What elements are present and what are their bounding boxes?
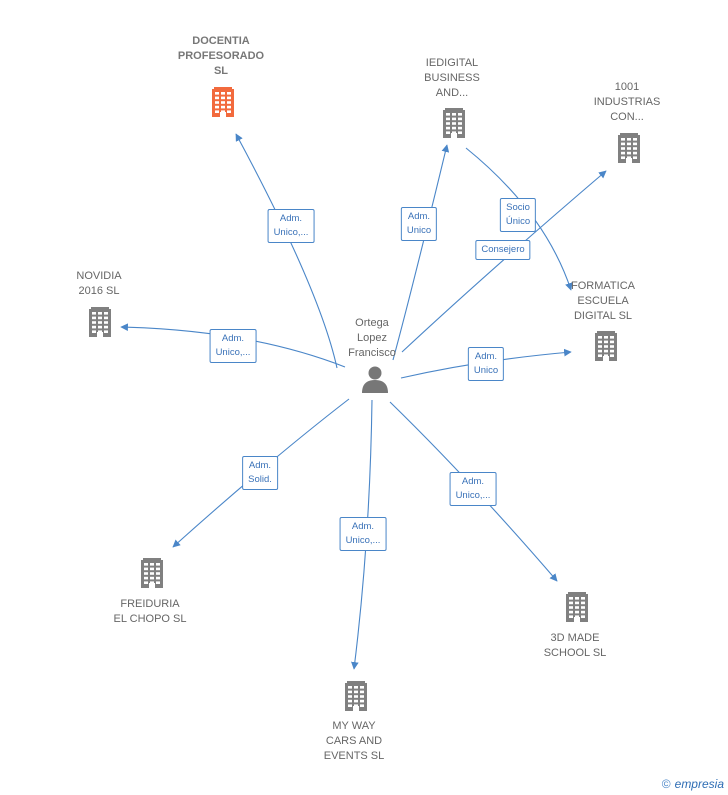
building-icon-formatica[interactable] bbox=[595, 331, 617, 361]
relation-edge-1001 bbox=[401, 170, 607, 353]
building-icon-freiduria[interactable] bbox=[141, 558, 163, 588]
footer: © empresia bbox=[662, 777, 724, 791]
building-icon-3dmade[interactable] bbox=[566, 592, 588, 622]
relation-label-novidia[interactable]: Adm. Unico,... bbox=[209, 329, 257, 363]
building-icon-iedigital[interactable] bbox=[443, 108, 465, 138]
relation-label-formatica[interactable]: Socio Único bbox=[499, 198, 537, 232]
person-icon[interactable] bbox=[362, 366, 388, 394]
relation-label-docentia[interactable]: Adm. Unico,... bbox=[267, 209, 315, 243]
company-label-novidia[interactable]: NOVIDIA 2016 SL bbox=[76, 270, 122, 297]
building-icon-docentia[interactable] bbox=[212, 87, 234, 117]
relation-label-formatica[interactable]: Adm. Unico bbox=[467, 347, 505, 381]
relation-label-1001[interactable]: Consejero bbox=[475, 240, 531, 260]
company-label-3dmade[interactable]: 3D MADE SCHOOL SL bbox=[543, 632, 607, 659]
building-icon-1001[interactable] bbox=[618, 133, 640, 163]
relation-edge-docentia bbox=[235, 133, 338, 369]
company-label-formatica[interactable]: FORMATICA ESCUELA DIGITAL SL bbox=[571, 280, 635, 322]
company-label-iedigital[interactable]: IEDIGITAL BUSINESS AND... bbox=[424, 57, 480, 99]
relation-label-myway[interactable]: Adm. Unico,... bbox=[339, 517, 387, 551]
relation-edge-iedigital bbox=[392, 144, 450, 361]
building-icon-novidia[interactable] bbox=[89, 307, 111, 337]
company-label-1001[interactable]: 1001 INDUSTRIAS CON... bbox=[593, 81, 661, 123]
person-name-label[interactable]: Ortega Lopez Francisco bbox=[348, 317, 396, 359]
copyright-icon: © bbox=[661, 777, 671, 791]
company-label-freiduria[interactable]: FREIDURIA EL CHOPO SL bbox=[113, 598, 187, 625]
building-icon-myway[interactable] bbox=[345, 681, 367, 711]
company-label-myway[interactable]: MY WAY CARS AND EVENTS SL bbox=[323, 720, 385, 762]
relation-label-iedigital[interactable]: Adm. Unico bbox=[400, 207, 438, 241]
company-label-docentia[interactable]: DOCENTIA PROFESORADO SL bbox=[177, 35, 265, 77]
brand-logo[interactable]: empresia bbox=[674, 777, 724, 791]
relation-label-freiduria[interactable]: Adm. Solid. bbox=[242, 456, 278, 490]
buildings-layer bbox=[89, 87, 640, 711]
relation-label-3dmade[interactable]: Adm. Unico,... bbox=[449, 472, 497, 506]
